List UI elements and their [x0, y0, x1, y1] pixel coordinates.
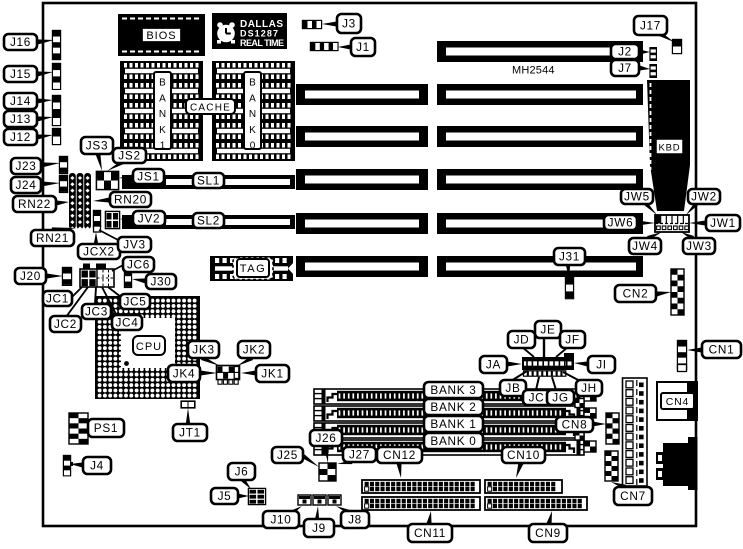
svg-text:J30: J30 [150, 275, 171, 289]
svg-text:J23: J23 [15, 159, 36, 173]
svg-text:BIOS: BIOS [146, 30, 176, 42]
svg-text:CN1: CN1 [709, 343, 735, 357]
svg-text:0: 0 [250, 141, 256, 152]
svg-text:KBD: KBD [659, 143, 681, 154]
svg-text:JC: JC [529, 391, 545, 405]
svg-text:CPU: CPU [136, 341, 162, 353]
svg-text:JV2: JV2 [138, 212, 160, 226]
svg-text:DS1287: DS1287 [240, 29, 278, 39]
svg-text:JC2: JC2 [54, 317, 77, 331]
svg-text:B: B [249, 78, 256, 89]
svg-text:JH: JH [581, 381, 597, 395]
svg-text:B: B [159, 78, 166, 89]
svg-text:J25: J25 [277, 448, 298, 462]
svg-text:RN20: RN20 [114, 193, 147, 207]
svg-text:MH2544: MH2544 [512, 65, 555, 77]
svg-text:JT1: JT1 [179, 426, 201, 440]
svg-text:JS1: JS1 [137, 170, 159, 184]
svg-text:J15: J15 [10, 67, 31, 81]
svg-text:JW4: JW4 [632, 239, 658, 253]
svg-text:J17: J17 [640, 19, 661, 33]
svg-text:JC1: JC1 [46, 292, 69, 306]
svg-text:J2: J2 [618, 45, 632, 59]
svg-text:J7: J7 [618, 61, 632, 75]
svg-text:K: K [249, 125, 256, 136]
svg-text:A: A [159, 93, 166, 104]
svg-text:RN22: RN22 [18, 197, 51, 211]
svg-text:JK3: JK3 [192, 343, 214, 357]
svg-text:1: 1 [160, 141, 166, 152]
svg-text:REAL TIME: REAL TIME [240, 38, 284, 48]
svg-text:CN11: CN11 [414, 526, 446, 540]
svg-text:K: K [159, 125, 166, 136]
svg-text:SL1: SL1 [197, 174, 220, 188]
svg-text:JCX2: JCX2 [83, 245, 115, 259]
svg-text:CACHE: CACHE [190, 103, 231, 114]
svg-text:CN8: CN8 [562, 418, 588, 432]
svg-text:J31: J31 [559, 250, 580, 264]
svg-text:DALLAS: DALLAS [240, 19, 283, 30]
svg-text:SL2: SL2 [197, 214, 220, 228]
svg-text:JW2: JW2 [691, 190, 717, 204]
svg-text:JS2: JS2 [118, 149, 140, 163]
svg-text:J4: J4 [90, 459, 104, 473]
svg-text:J13: J13 [10, 112, 31, 126]
svg-text:TAG: TAG [240, 263, 267, 275]
svg-text:BANK 0: BANK 0 [430, 434, 476, 448]
svg-text:JC3: JC3 [85, 305, 108, 319]
svg-text:CN4: CN4 [666, 396, 689, 408]
svg-text:JC6: JC6 [127, 258, 150, 272]
svg-text:PS1: PS1 [94, 421, 118, 435]
svg-text:CN12: CN12 [383, 448, 416, 462]
svg-text:BANK 3: BANK 3 [430, 383, 476, 397]
svg-text:J6: J6 [235, 465, 249, 479]
svg-text:JI: JI [596, 358, 607, 372]
svg-text:J5: J5 [218, 489, 232, 503]
svg-text:J24: J24 [15, 178, 36, 192]
svg-text:RN21: RN21 [36, 231, 69, 245]
svg-text:J14: J14 [10, 94, 31, 108]
svg-text:JK4: JK4 [173, 367, 195, 381]
svg-text:J12: J12 [10, 130, 31, 144]
svg-text:JC4: JC4 [115, 316, 138, 330]
svg-text:JW3: JW3 [686, 239, 712, 253]
svg-text:N: N [249, 109, 256, 120]
svg-text:J10: J10 [270, 513, 291, 527]
svg-text:CN9: CN9 [535, 526, 561, 540]
svg-text:J27: J27 [349, 448, 370, 462]
svg-text:JK2: JK2 [243, 343, 265, 357]
svg-text:BANK 2: BANK 2 [430, 400, 476, 414]
svg-text:J3: J3 [342, 17, 356, 31]
svg-text:JW6: JW6 [608, 216, 634, 230]
svg-text:JE: JE [540, 323, 555, 337]
svg-text:JC5: JC5 [123, 295, 146, 309]
svg-text:BANK 1: BANK 1 [430, 417, 476, 431]
svg-text:CN10: CN10 [507, 448, 540, 462]
svg-text:JG: JG [552, 391, 568, 405]
svg-text:J16: J16 [10, 35, 31, 49]
svg-text:JF: JF [565, 333, 580, 347]
svg-text:JV3: JV3 [123, 238, 145, 252]
svg-text:JA: JA [486, 358, 501, 372]
svg-text:CN7: CN7 [620, 489, 646, 503]
svg-text:CN2: CN2 [623, 287, 649, 301]
svg-text:JK1: JK1 [261, 367, 283, 381]
svg-text:JS3: JS3 [86, 139, 108, 153]
svg-text:J20: J20 [20, 269, 41, 283]
svg-text:JB: JB [505, 381, 520, 395]
svg-text:J8: J8 [348, 513, 362, 527]
svg-text:JD: JD [514, 333, 530, 347]
svg-text:J1: J1 [356, 40, 370, 54]
svg-text:N: N [159, 109, 166, 120]
svg-text:JW1: JW1 [710, 216, 736, 230]
svg-text:J26: J26 [315, 431, 336, 445]
svg-text:A: A [249, 93, 256, 104]
svg-text:JW5: JW5 [624, 190, 650, 204]
svg-text:J9: J9 [312, 521, 326, 535]
